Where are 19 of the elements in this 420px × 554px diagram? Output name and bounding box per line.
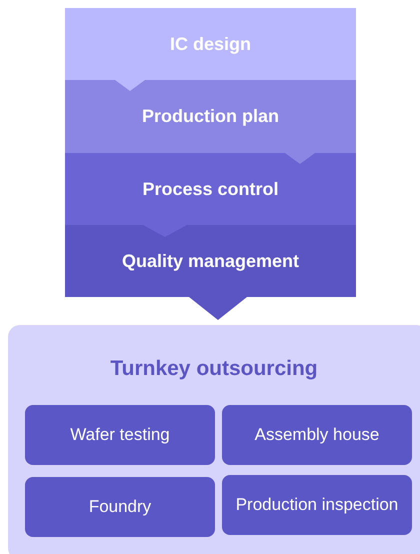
group-title: Turnkey outsourcing: [109, 356, 319, 382]
chevron-arrow: [285, 153, 315, 164]
box-label: Production inspection: [236, 494, 398, 516]
box-label: Production plan: [142, 105, 279, 128]
box-label: Quality management: [122, 250, 300, 273]
box-label: IC design: [170, 32, 251, 56]
process-box: [25, 405, 215, 465]
chevron-arrow: [189, 297, 247, 320]
box-label: Assembly house: [254, 424, 380, 446]
box-label: Wafer testing: [70, 424, 170, 446]
process-box: [25, 477, 215, 537]
box-label: Process control: [142, 178, 279, 200]
box-label: Foundry: [88, 496, 152, 518]
process-box: [65, 8, 356, 80]
process-box: [65, 80, 356, 153]
chevron-arrow: [115, 80, 145, 91]
process-box: [222, 475, 412, 535]
group-panel: [8, 325, 420, 554]
process-box: [222, 405, 412, 465]
